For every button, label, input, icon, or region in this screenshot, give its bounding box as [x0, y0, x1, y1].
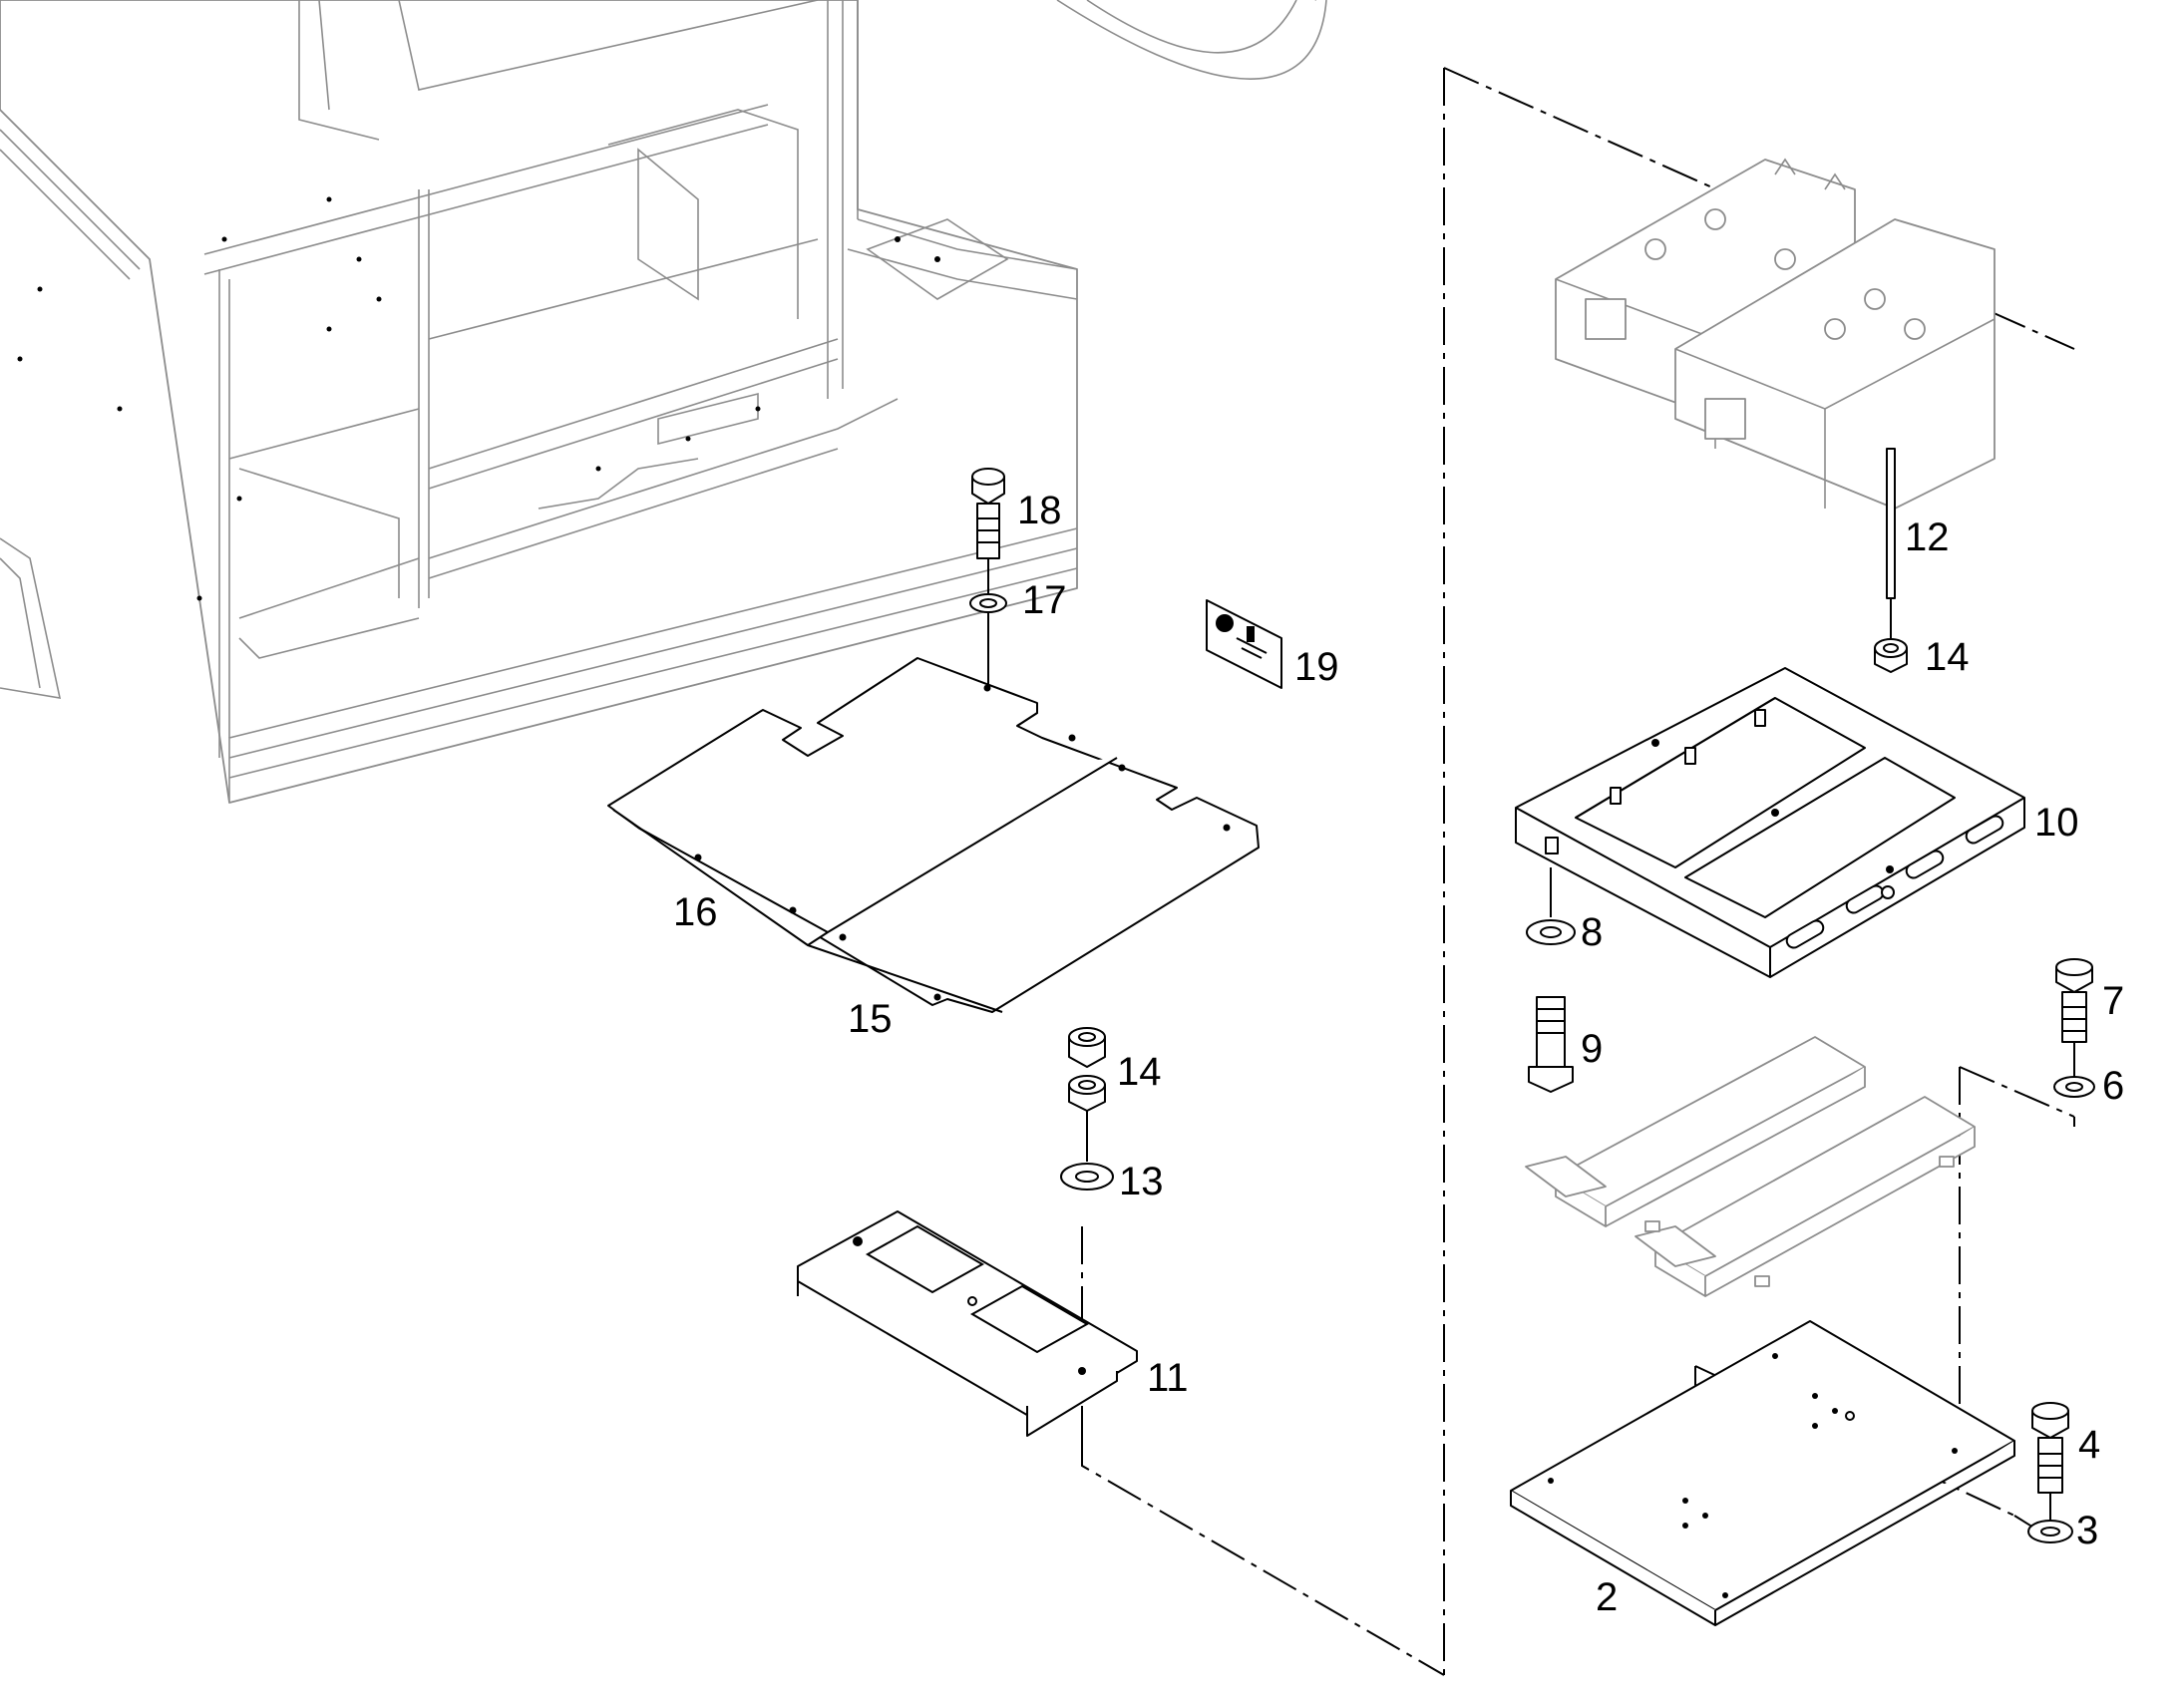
part-7-bolt: [2055, 958, 2093, 1043]
callout-13: 13: [1119, 1160, 1164, 1203]
part-12-rod: [1886, 448, 1896, 599]
callout-16: 16: [673, 890, 718, 934]
part-18-bolt: [971, 468, 1005, 559]
part-14-nut-lower: [1068, 1027, 1106, 1112]
battery-pads-context: [1525, 1036, 1976, 1297]
part-14-nut-top: [1874, 638, 1908, 673]
callout-19: 19: [1294, 645, 1339, 689]
part-13-washer: [1060, 1163, 1114, 1191]
callout-labels: 2 3 4 6 7 8 9 10 11 12 13 14 14 15 16 17…: [673, 489, 2124, 1619]
callout-17: 17: [1022, 578, 1067, 622]
callout-14-lower: 14: [1117, 1050, 1162, 1094]
callout-18: 18: [1017, 489, 1062, 532]
part-9-bolt: [1528, 996, 1574, 1093]
callout-15: 15: [848, 997, 893, 1041]
part-6-washer: [2053, 1076, 2095, 1098]
batteries-context: [1555, 158, 1996, 510]
callout-14-top: 14: [1925, 635, 1970, 679]
callout-4: 4: [2078, 1423, 2100, 1467]
part-8-washer: [1526, 919, 1576, 945]
callout-10: 10: [2034, 801, 2079, 845]
part-4-bolt: [2031, 1402, 2069, 1494]
part-11-bracket-plate: [797, 1210, 1138, 1437]
part-2-base-plate: [1510, 1320, 2015, 1626]
callout-11: 11: [1147, 1356, 1189, 1400]
callout-12: 12: [1905, 515, 1950, 559]
callout-8: 8: [1581, 910, 1603, 954]
part-15-16-cover-plate: [607, 657, 1260, 1013]
callout-7: 7: [2102, 979, 2124, 1023]
callout-2: 2: [1596, 1575, 1618, 1619]
machine-frame-context: [0, 0, 1327, 804]
callout-3: 3: [2076, 1509, 2098, 1552]
callout-6: 6: [2102, 1064, 2124, 1108]
part-10-battery-tray: [1515, 667, 2025, 978]
part-3-washer: [2027, 1520, 2073, 1543]
part-19-decal: [1206, 599, 1282, 689]
part-17-washer: [969, 593, 1007, 613]
callout-9: 9: [1581, 1027, 1603, 1071]
